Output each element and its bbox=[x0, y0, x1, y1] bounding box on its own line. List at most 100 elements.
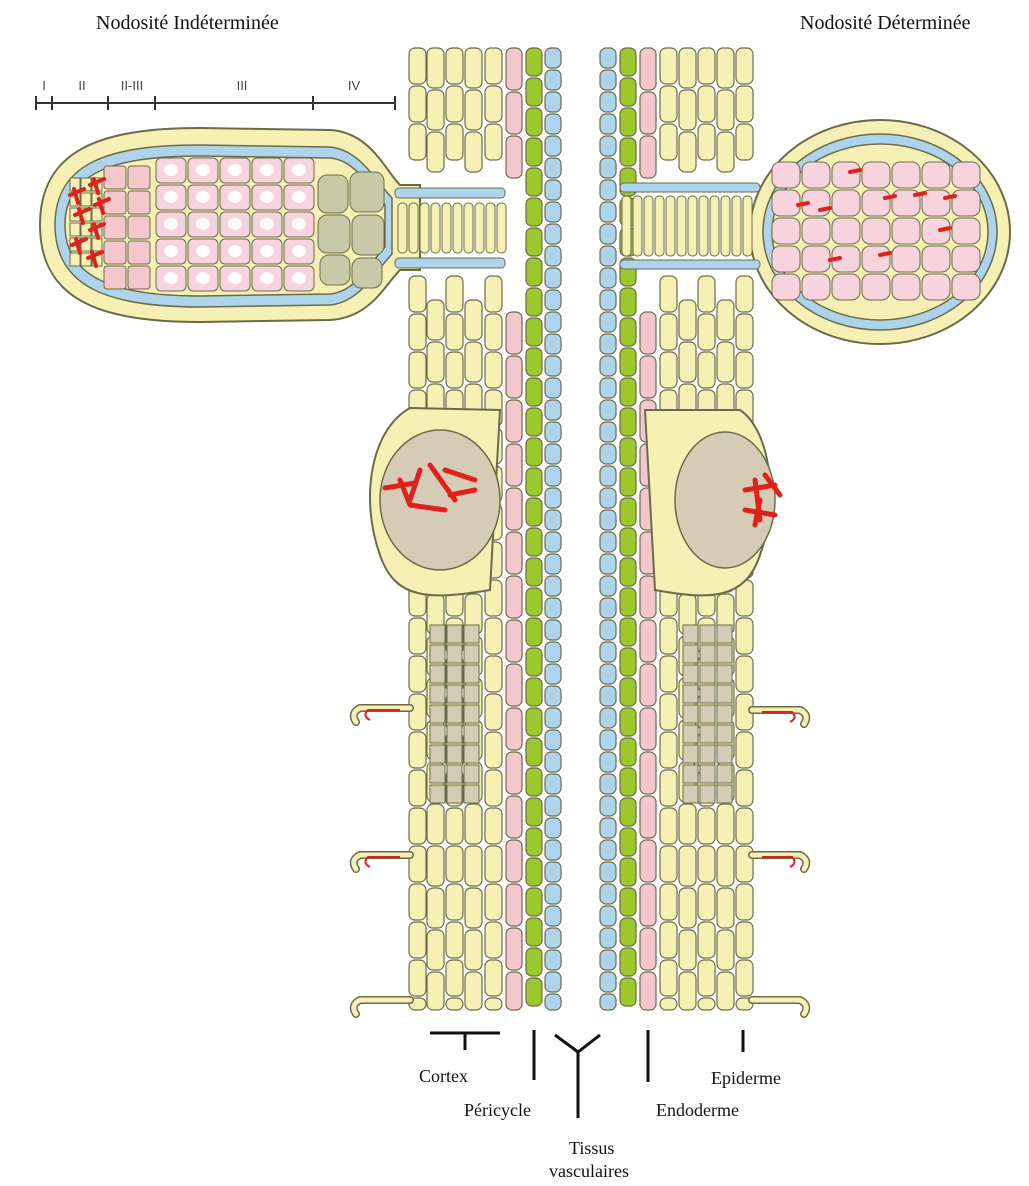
vacuole bbox=[292, 218, 306, 230]
vascular-cell bbox=[600, 532, 616, 552]
endodermis-cell bbox=[526, 408, 542, 436]
cortex-cell bbox=[446, 960, 463, 996]
dividing-cortex-cell bbox=[447, 785, 462, 803]
cortex-cell bbox=[660, 314, 677, 350]
vacuole bbox=[292, 191, 306, 203]
cortex-cell bbox=[660, 86, 677, 122]
vacuole bbox=[292, 272, 306, 284]
dividing-cortex-cell bbox=[700, 645, 715, 663]
bacteroid-mark bbox=[850, 170, 860, 172]
label-tissus: Tissus bbox=[569, 1138, 614, 1159]
cortex-cell bbox=[485, 998, 502, 1010]
infected-cell bbox=[862, 190, 890, 216]
pericycle-cell bbox=[640, 312, 656, 354]
zone-scale-bar: IIIII-IIIIIIIV bbox=[36, 78, 395, 110]
vascular-cell bbox=[545, 444, 561, 464]
vascular-cell bbox=[545, 268, 561, 288]
endodermis-cell bbox=[526, 918, 542, 946]
title-determinate-nodule: Nodosité Déterminée bbox=[800, 12, 971, 35]
label-vasculaires: vasculaires bbox=[549, 1161, 629, 1182]
pericycle-cell bbox=[506, 356, 522, 398]
endodermis-cell bbox=[526, 438, 542, 466]
cortex-cell bbox=[485, 618, 502, 654]
endodermis-cell bbox=[620, 738, 636, 766]
dividing-cortex-cell bbox=[683, 665, 698, 683]
vascular-cell bbox=[600, 664, 616, 684]
vacuole bbox=[292, 245, 306, 257]
vacuole bbox=[260, 272, 274, 284]
vascular-cell bbox=[545, 950, 561, 970]
neck-cell bbox=[398, 203, 407, 253]
cortex-cell bbox=[446, 884, 463, 920]
infected-cell bbox=[862, 218, 890, 244]
cortex-cell bbox=[717, 132, 734, 172]
vascular-cell bbox=[545, 246, 561, 266]
label-pericycle: Péricycle bbox=[464, 1100, 531, 1121]
cortex-cell bbox=[660, 656, 677, 692]
vascular-cell bbox=[545, 400, 561, 420]
neck-cell bbox=[721, 196, 730, 256]
pericycle-cell bbox=[506, 312, 522, 354]
endodermis-cell bbox=[526, 708, 542, 736]
zone-label-iv: IV bbox=[348, 78, 361, 93]
infected-cell bbox=[952, 218, 980, 244]
infected-cell bbox=[862, 162, 890, 188]
pericycle-cell bbox=[506, 708, 522, 750]
pericycle-cell bbox=[506, 796, 522, 838]
label-cortex: Cortex bbox=[419, 1066, 468, 1087]
cortex-cell bbox=[427, 846, 444, 886]
cortex-cell bbox=[698, 124, 715, 160]
endodermis-cell bbox=[620, 858, 636, 886]
infected-cell bbox=[922, 162, 950, 188]
endodermis-cell bbox=[526, 978, 542, 1006]
endodermis-cell bbox=[526, 378, 542, 406]
cortex-cell bbox=[409, 694, 426, 730]
dividing-cortex-cell bbox=[430, 725, 445, 743]
vascular-cell bbox=[600, 554, 616, 574]
pericycle-cell bbox=[640, 796, 656, 838]
dividing-cortex-cell bbox=[700, 705, 715, 723]
vacuole bbox=[196, 164, 210, 176]
endodermis-cell bbox=[526, 258, 542, 286]
pericycle-cell bbox=[640, 752, 656, 794]
pericycle-cell bbox=[640, 972, 656, 1010]
endodermis-cell bbox=[526, 228, 542, 256]
dividing-cortex-cell bbox=[447, 745, 462, 763]
pericycle-cell bbox=[506, 576, 522, 618]
vascular-cell bbox=[545, 202, 561, 222]
bacteroid-mark bbox=[830, 258, 840, 260]
neck-cell bbox=[486, 203, 495, 253]
endodermis-cell bbox=[526, 588, 542, 616]
endodermis-cell bbox=[526, 948, 542, 976]
pericycle-cell bbox=[506, 488, 522, 530]
cortex-cell bbox=[679, 90, 696, 130]
vascular-cell bbox=[545, 752, 561, 772]
cortex-cell bbox=[409, 276, 426, 312]
endodermis-cell bbox=[620, 138, 636, 166]
endodermis-cell bbox=[620, 588, 636, 616]
dividing-cortex-cell bbox=[447, 685, 462, 703]
infected-cell bbox=[892, 246, 920, 272]
pericycle-cell bbox=[640, 356, 656, 398]
infected-cell bbox=[892, 218, 920, 244]
neck-cell bbox=[431, 203, 440, 253]
infection-zone-cell bbox=[128, 266, 150, 289]
endodermis-cell bbox=[620, 768, 636, 796]
cortex-cell bbox=[485, 656, 502, 692]
vascular-cell bbox=[600, 752, 616, 772]
dividing-cortex-cell bbox=[464, 705, 479, 723]
pericycle-cell bbox=[640, 928, 656, 970]
vascular-cell bbox=[600, 70, 616, 90]
vacuole bbox=[164, 245, 178, 257]
dividing-cortex-cell bbox=[430, 625, 445, 643]
infection-zone-cell bbox=[128, 216, 150, 239]
vascular-cell bbox=[545, 686, 561, 706]
endodermis-cell bbox=[620, 888, 636, 916]
cortex-cell bbox=[698, 960, 715, 996]
cortex-cell bbox=[465, 300, 482, 340]
cortex-cell bbox=[698, 276, 715, 312]
vascular-cell bbox=[600, 906, 616, 926]
root-hair-fill bbox=[354, 1000, 410, 1014]
endodermis-cell bbox=[620, 798, 636, 826]
cortex-cell bbox=[736, 808, 753, 844]
